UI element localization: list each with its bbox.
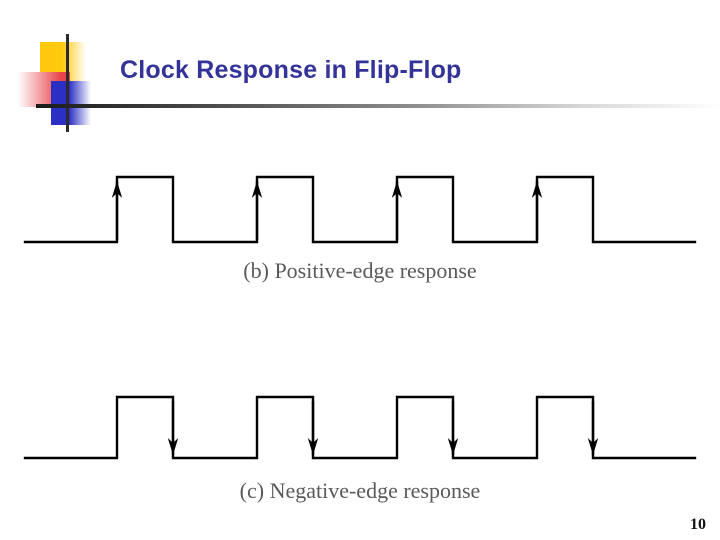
caption-negative-edge: (c) Negative-edge response	[239, 478, 481, 503]
positive-edge-waveform	[23, 175, 697, 244]
title-underline-rule	[36, 104, 720, 108]
slide-title: Clock Response in Flip-Flop	[120, 56, 462, 84]
figure-negative-edge	[23, 395, 697, 460]
page-number: 10	[690, 516, 706, 533]
decorative-corner-logo	[18, 34, 128, 134]
caption-positive-edge: (b) Positive-edge response	[243, 258, 477, 283]
negative-edge-waveform	[23, 395, 697, 460]
figure-positive-edge	[23, 175, 697, 244]
logo-vertical-bar	[66, 34, 69, 132]
logo-blue-square	[51, 81, 91, 125]
